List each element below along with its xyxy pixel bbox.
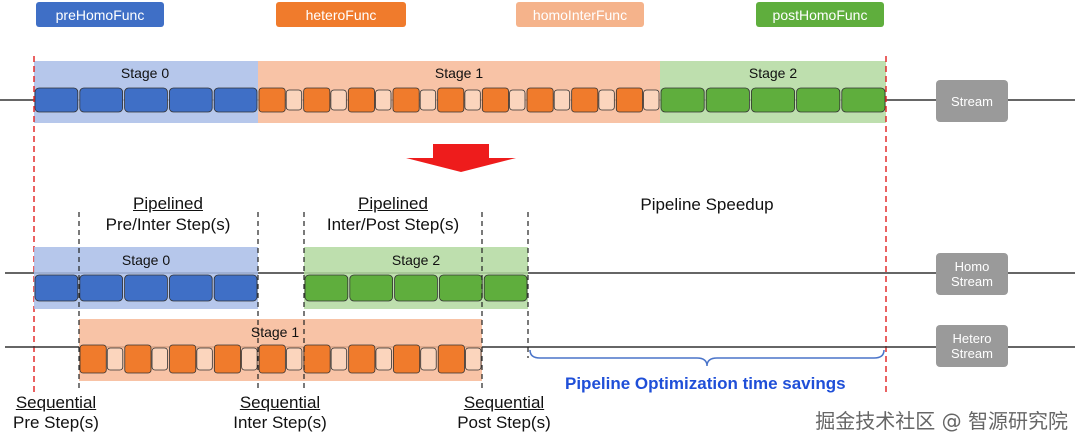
- top-stage-2-label: Stage 2: [748, 65, 798, 81]
- top-hetero-block: [526, 87, 554, 113]
- top-stage-1-label: Stage 1: [434, 65, 484, 81]
- hetero-stage-1-label: Stage 1: [250, 324, 300, 340]
- hetero-block-inter: [375, 347, 392, 371]
- stream-tag: Stream: [936, 80, 1008, 122]
- top-pre-block: [168, 87, 213, 113]
- top-hetero-block: [258, 87, 286, 113]
- top-hetero-block-inter: [285, 89, 303, 111]
- top-hetero-block-inter: [330, 89, 347, 111]
- top-hetero-block: [303, 87, 331, 113]
- top-hetero-block: [615, 87, 643, 113]
- top-post-block: [796, 87, 841, 113]
- homo-stream-tag: Homo Stream: [936, 253, 1008, 295]
- top-hetero-block-inter: [509, 89, 526, 111]
- sequential-inter-sub: Inter Step(s): [233, 413, 327, 432]
- sequential-post-sub: Post Step(s): [457, 413, 551, 432]
- hetero-block-inter: [106, 347, 124, 371]
- hetero-block: [348, 344, 376, 374]
- hetero-block-inter: [241, 347, 258, 371]
- top-pre-block: [124, 87, 168, 113]
- top-pre-block: [213, 87, 258, 113]
- top-post-block: [841, 87, 886, 113]
- homo-post-block: [438, 274, 483, 302]
- hetero-block: [393, 344, 421, 374]
- sequential-pre-title: Sequential: [15, 393, 97, 412]
- sequential-inter-title: Sequential: [239, 393, 321, 412]
- transform-arrow: [406, 144, 516, 172]
- homo-pre-block: [124, 274, 168, 302]
- hetero-block-inter: [465, 347, 482, 371]
- top-hetero-block: [571, 87, 599, 113]
- legend-homointerfunc: homoInterFunc: [516, 2, 644, 27]
- homo-post-block: [349, 274, 393, 302]
- hetero-block: [303, 344, 331, 374]
- hetero-block-inter: [285, 347, 303, 371]
- top-hetero-block-inter: [553, 89, 571, 111]
- sequential-pre-sub: Pre Step(s): [13, 413, 99, 432]
- top-post-block: [751, 87, 796, 113]
- pipelined-pre-title: Pipelined: [133, 194, 203, 213]
- legend-prehomofunc: preHomoFunc: [36, 2, 164, 27]
- top-hetero-block-inter: [419, 89, 437, 111]
- homo-stage-2-label: Stage 2: [391, 252, 441, 268]
- top-stage-0-label: Stage 0: [120, 65, 170, 81]
- homo-post-block: [304, 274, 349, 302]
- homo-pre-block: [168, 274, 213, 302]
- time-savings-label: Pipeline Optimization time savings: [565, 374, 846, 393]
- legend-posthomofunc: postHomoFunc: [756, 2, 884, 27]
- homo-stage-0-label: Stage 0: [121, 252, 171, 268]
- top-hetero-block-inter: [375, 89, 392, 111]
- homo-post-block: [394, 274, 438, 302]
- hetero-block: [258, 344, 286, 374]
- top-hetero-block: [437, 87, 465, 113]
- homo-post-block: [483, 274, 528, 302]
- hetero-block-inter: [330, 347, 348, 371]
- watermark: 掘金技术社区 @ 智源研究院: [815, 409, 1068, 433]
- top-hetero-block-inter: [643, 89, 660, 111]
- hetero-block: [437, 344, 465, 374]
- homo-pre-block: [213, 274, 258, 302]
- hetero-stream-tag: Hetero Stream: [936, 325, 1008, 367]
- top-hetero-block: [481, 87, 509, 113]
- top-hetero-block: [347, 87, 375, 113]
- top-pre-block: [34, 87, 79, 113]
- pipelined-post-sub: Inter/Post Step(s): [326, 215, 460, 234]
- hetero-block-inter: [196, 347, 213, 371]
- top-post-block: [660, 87, 705, 113]
- top-hetero-block-inter: [598, 89, 615, 111]
- top-post-block: [705, 87, 750, 113]
- hetero-block: [169, 344, 197, 374]
- pipelined-pre-sub: Pre/Inter Step(s): [105, 215, 231, 234]
- hetero-block: [213, 344, 241, 374]
- top-pre-block: [79, 87, 124, 113]
- sequential-post-title: Sequential: [463, 393, 545, 412]
- hetero-block: [124, 344, 152, 374]
- hetero-block: [79, 344, 107, 374]
- hetero-block-inter: [420, 347, 437, 371]
- top-hetero-block: [392, 87, 420, 113]
- pipelined-post-title: Pipelined: [358, 194, 428, 213]
- legend-heterofunc: heteroFunc: [276, 2, 406, 27]
- homo-pre-block: [79, 274, 124, 302]
- savings-brace: [529, 349, 885, 367]
- top-hetero-block-inter: [464, 89, 481, 111]
- pipeline-speedup-label: Pipeline Speedup: [640, 195, 774, 214]
- homo-pre-block: [34, 274, 79, 302]
- hetero-block-inter: [151, 347, 168, 371]
